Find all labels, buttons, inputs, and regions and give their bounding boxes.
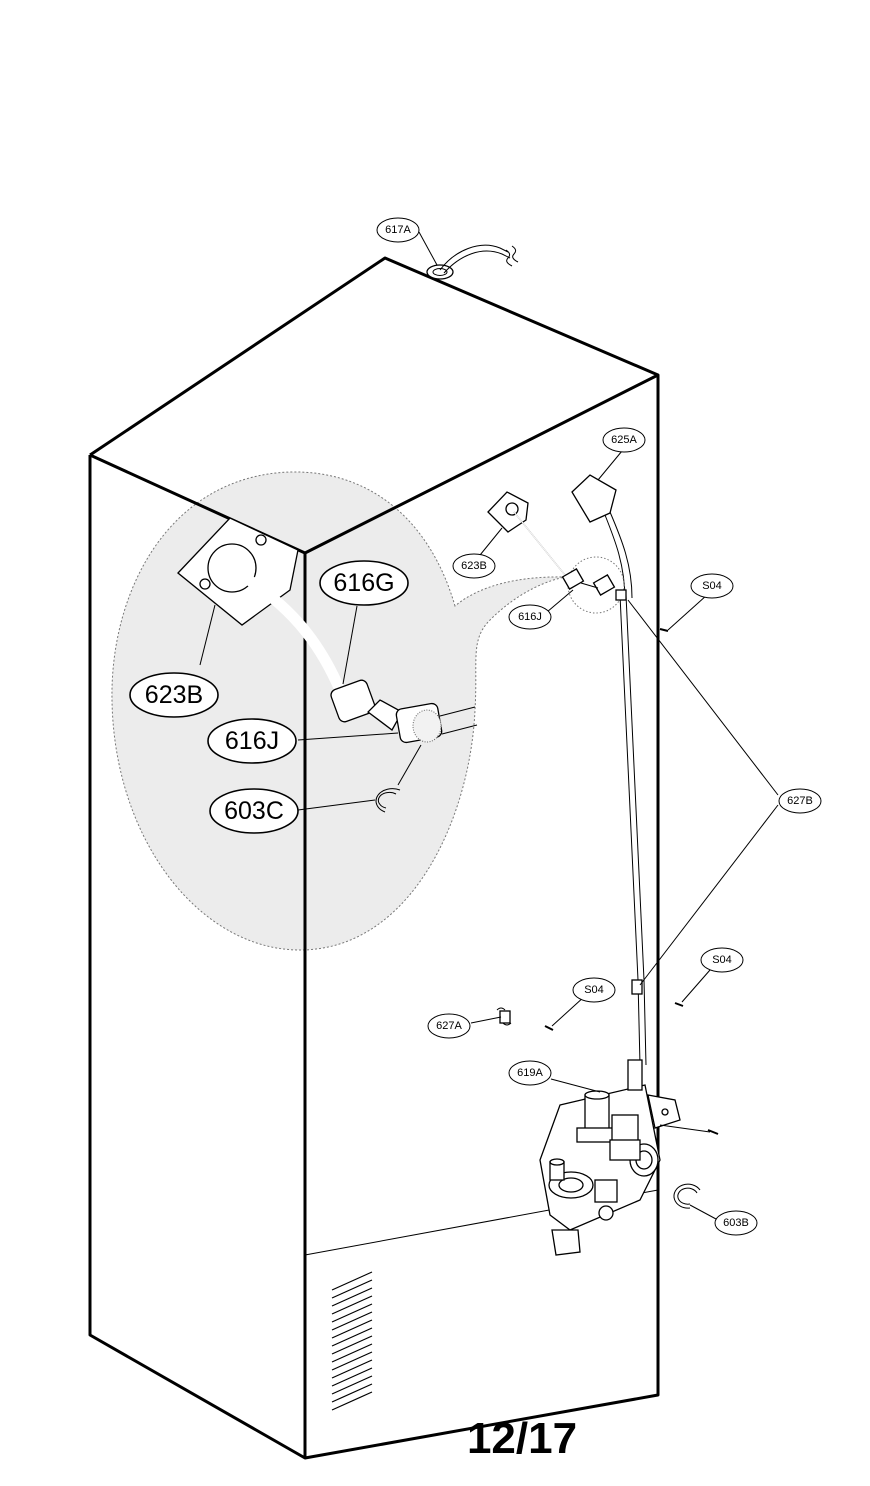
callout-S04-top-text: S04 [702,580,722,592]
callout-603B-text: 603B [723,1217,749,1229]
callout-627A-text: 627A [436,1020,462,1032]
callout-616J-detail-text: 616J [225,727,279,755]
callout-627A: 627A [427,1013,471,1039]
callout-S04-right: S04 [700,947,744,973]
callout-S04-mid-text: S04 [584,984,604,996]
callout-623B-small: 623B [452,553,496,579]
callout-627B: 627B [778,788,822,814]
callout-S04-top: S04 [690,573,734,599]
water-tube-627B [615,589,647,1066]
refrigerator-cabinet [88,256,660,1460]
callout-616G-detail: 616G [319,560,409,606]
clip-603B [673,1183,701,1209]
callout-625A-text: 625A [611,434,637,446]
callout-616J-detail: 616J [207,718,297,764]
callout-616J-small: 616J [508,604,552,630]
callout-627B-text: 627B [787,795,813,807]
water-valve-619A [539,1059,681,1256]
callout-S04-mid: S04 [572,977,616,1003]
callout-617A-text: 617A [385,224,411,236]
callout-603B: 603B [714,1210,758,1236]
callout-623B-detail-text: 623B [145,681,203,709]
fitting-616J-small [561,556,625,614]
clip-603C-detail [375,788,401,813]
callout-623B-small-text: 623B [461,560,487,572]
callout-619A-text: 619A [517,1067,543,1079]
clamp-627A [496,1007,512,1026]
callout-616G-detail-text: 616G [333,569,394,597]
top-grommet-617A [426,244,519,280]
callout-619A: 619A [508,1060,552,1086]
callout-603C-detail-text: 603C [224,797,284,825]
callout-625A: 625A [602,427,646,453]
dispenser-pad-625A [571,474,633,601]
fitting-616J-detail [330,679,478,744]
callout-623B-detail: 623B [129,672,219,718]
callout-S04-right-text: S04 [712,954,732,966]
vent-grille [331,1271,373,1411]
callout-617A: 617A [376,217,420,243]
nozzle-plate-623B-small [487,491,566,576]
nozzle-plate-623B-detail [177,517,346,696]
callout-616J-small-text: 616J [518,611,542,623]
callout-603C-detail: 603C [209,788,299,834]
page-number: 12/17 [467,1414,577,1463]
screws-S04 [544,628,719,1135]
